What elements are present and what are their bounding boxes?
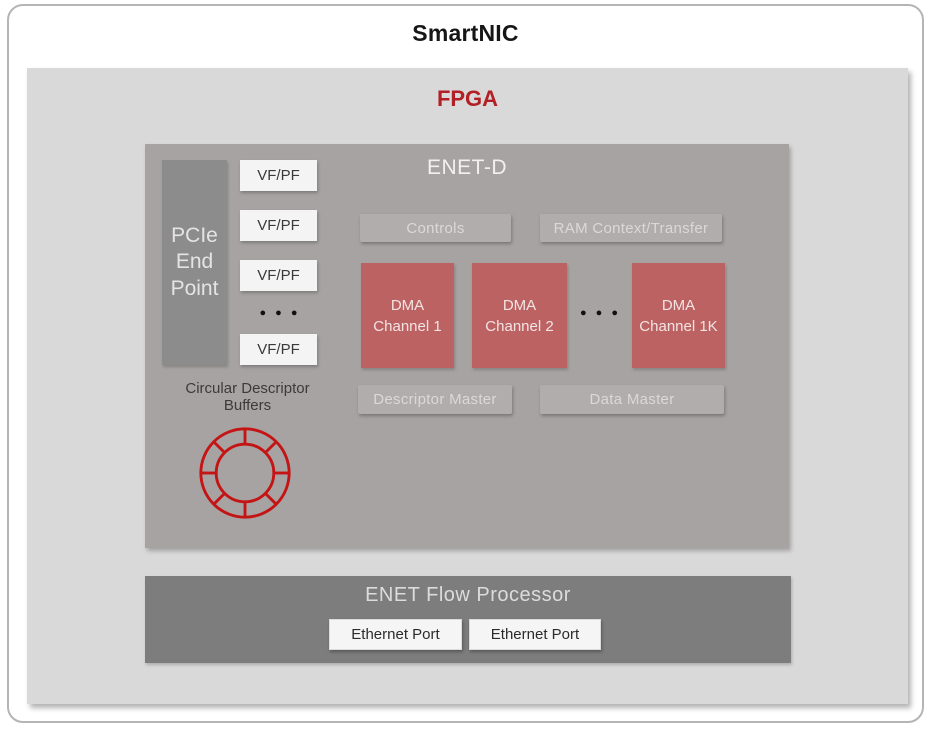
- dma-channel-1k-line1: DMA: [661, 296, 696, 314]
- dma-channel-2-line1: DMA: [502, 296, 537, 314]
- fpga-box: FPGA ENET-D PCIe End Point VF/PF VF/PF V…: [27, 68, 908, 704]
- enet-flow-processor-title: ENET Flow Processor: [365, 584, 571, 606]
- vfpf-box-3: VF/PF: [240, 260, 317, 291]
- vfpf-box-1: VF/PF: [240, 160, 317, 191]
- smartnic-title: SmartNIC: [412, 20, 519, 46]
- ram-context-transfer-block: RAM Context/Transfer: [540, 214, 722, 242]
- dma-channel-1k-block: DMA Channel 1K: [632, 263, 725, 368]
- dma-channel-1-block: DMA Channel 1: [361, 263, 454, 368]
- smartnic-box: SmartNIC FPGA ENET-D PCIe End Point VF/P…: [7, 4, 924, 723]
- vfpf-box-2: VF/PF: [240, 210, 317, 241]
- controls-block: Controls: [360, 214, 511, 242]
- descriptor-master-block: Descriptor Master: [358, 385, 512, 414]
- vfpf-ellipsis-icon: ●●●: [259, 307, 307, 319]
- fpga-title: FPGA: [436, 86, 499, 111]
- dma-channel-1-line2: Channel 1: [373, 317, 442, 335]
- ethernet-port-2-block: Ethernet Port: [469, 619, 601, 650]
- dma-channel-2-line2: Channel 2: [485, 317, 554, 335]
- pcie-end-point-block: PCIe End Point: [162, 160, 227, 365]
- ethernet-port-1-block: Ethernet Port: [329, 619, 462, 650]
- vfpf-box-4: VF/PF: [240, 334, 317, 365]
- enetd-box: ENET-D PCIe End Point VF/PF VF/PF VF/PF …: [145, 144, 789, 548]
- dma-channel-1-line1: DMA: [390, 296, 425, 314]
- enetd-title: ENET-D: [426, 156, 507, 179]
- circular-descriptor-buffers-label: Circular Descriptor Buffers: [185, 380, 310, 415]
- enet-flow-processor-box: ENET Flow Processor Ethernet Port Ethern…: [145, 576, 791, 663]
- dma-channel-2-block: DMA Channel 2: [472, 263, 567, 368]
- circular-buffer-icon: [199, 427, 291, 519]
- dma-ellipsis-icon: ●●●: [580, 307, 627, 319]
- data-master-block: Data Master: [540, 385, 724, 414]
- dma-channel-1k-line2: Channel 1K: [639, 317, 718, 335]
